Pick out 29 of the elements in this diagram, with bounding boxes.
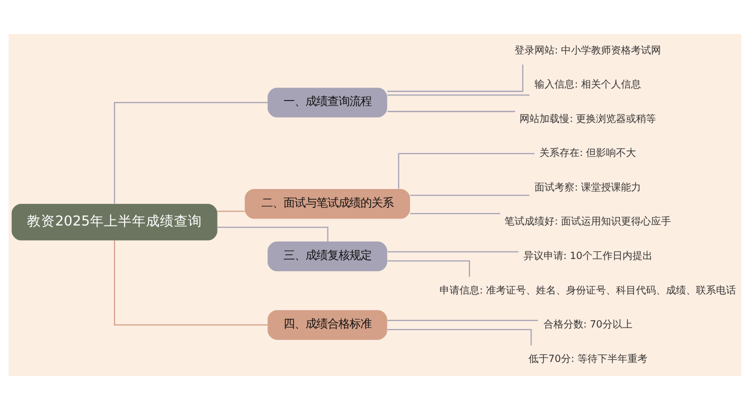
connector bbox=[410, 213, 500, 214]
node-text: 申请信息: 准考证号、姓名、身份证号、科目代码、成绩、联系电话 bbox=[440, 285, 736, 296]
node-box: 一、成绩查询流程 bbox=[268, 88, 388, 118]
connector bbox=[387, 260, 470, 277]
connector bbox=[387, 64, 524, 92]
node-text: 网站加载慢: 更换浏览器或稍等 bbox=[520, 114, 656, 125]
connector bbox=[218, 210, 245, 212]
connector bbox=[398, 153, 534, 189]
connector bbox=[114, 240, 268, 326]
node-text: 输入信息: 相关个人信息 bbox=[534, 80, 642, 91]
node-box: 四、成绩合格标准 bbox=[268, 310, 388, 340]
node-text: 登录网站: 中小学教师资格考试网 bbox=[514, 45, 662, 56]
connector bbox=[387, 328, 532, 346]
connector bbox=[410, 194, 530, 196]
node-text: 低于70分: 等待下半年重考 bbox=[528, 354, 648, 365]
connector bbox=[217, 226, 328, 242]
node-text: 关系存在: 但影响不大 bbox=[540, 148, 636, 160]
node-box: 二、面试与笔试成绩的关系 bbox=[244, 189, 410, 219]
node-text: 合格分数: 70分以上 bbox=[543, 320, 632, 331]
connector bbox=[387, 110, 516, 112]
node-text: 笔试成绩好: 面试运用知识更得心应手 bbox=[504, 216, 672, 228]
node-box: 教资2025年上半年成绩查询 bbox=[12, 204, 218, 240]
node-text: 异议申请: 10个工作日内提出 bbox=[523, 251, 652, 262]
connector bbox=[387, 320, 538, 321]
connector bbox=[387, 94, 530, 96]
node-text: 面试考察: 课堂授课能力 bbox=[534, 182, 642, 194]
connector bbox=[387, 251, 518, 252]
connector bbox=[114, 102, 268, 204]
node-box: 三、成绩复核规定 bbox=[268, 242, 388, 272]
